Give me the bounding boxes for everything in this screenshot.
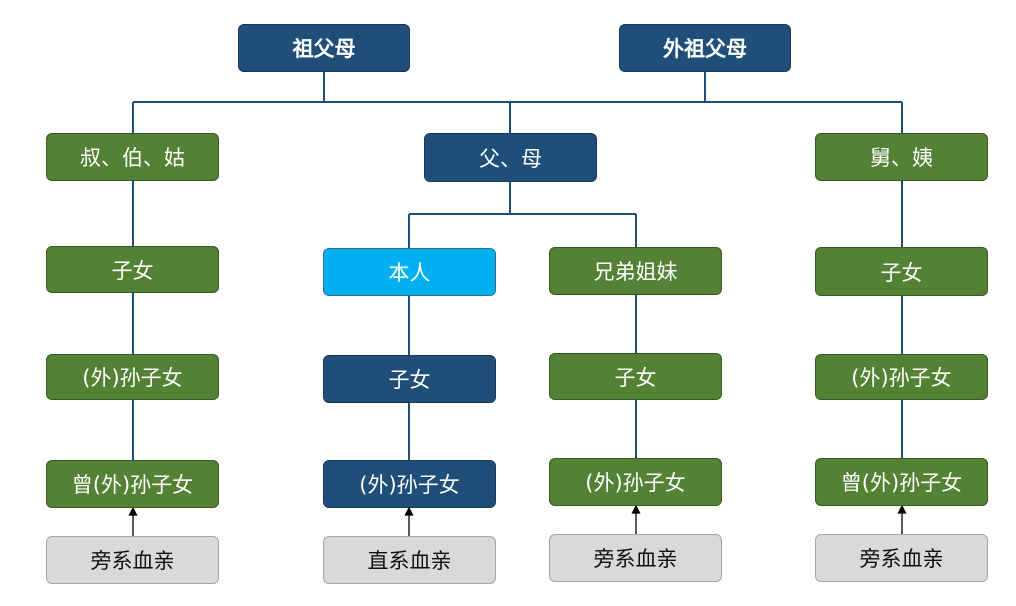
node-grandchildren-siblings: (外)孙子女 [549,458,722,506]
arrow-head [128,506,138,516]
arrow-head [631,504,641,514]
node-maternal-grandparents: 外祖父母 [619,24,791,72]
node-siblings: 兄弟姐妹 [549,247,722,295]
label-lineal: 直系血亲 [323,536,496,584]
node-paternal-uncles-aunts: 叔、伯、姑 [46,133,219,181]
node-children: 子女 [323,355,496,403]
node-grandparents: 祖父母 [238,24,410,72]
node-maternal-uncles-aunts: 舅、姨 [815,133,988,181]
node-grandchildren-paternal-side: (外)孙子女 [46,354,219,400]
node-cousins-paternal: 子女 [46,246,219,293]
node-self: 本人 [323,248,496,296]
label-collateral-right: 旁系血亲 [815,534,988,582]
node-parents: 父、母 [424,133,597,182]
label-collateral-left: 旁系血亲 [46,536,219,584]
node-cousins-maternal: 子女 [815,247,988,296]
arrow-head [404,506,414,516]
node-great-grandchildren-paternal-side: 曾(外)孙子女 [46,460,219,508]
label-collateral-middle: 旁系血亲 [549,534,722,582]
node-grandchildren-self: (外)孙子女 [323,460,496,508]
node-great-grandchildren-maternal-side: 曾(外)孙子女 [815,458,988,506]
arrow-head [897,504,907,514]
node-grandchildren-maternal-side: (外)孙子女 [815,354,988,400]
node-nephews-nieces: 子女 [549,353,722,400]
